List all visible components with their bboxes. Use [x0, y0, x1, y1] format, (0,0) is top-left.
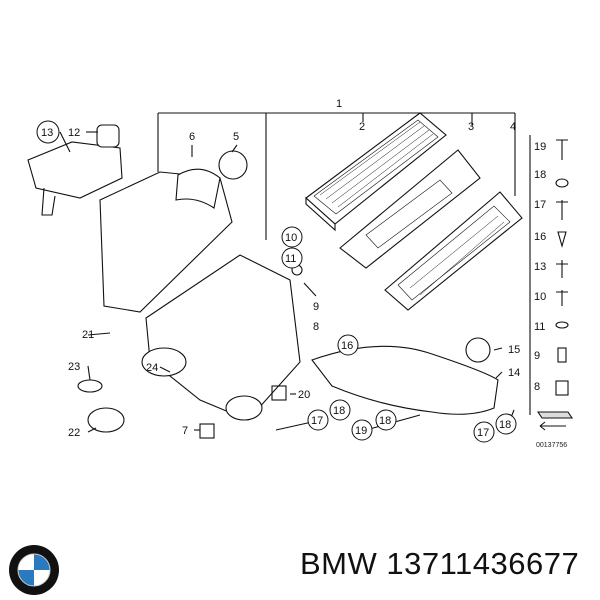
- callout-18a: 18: [333, 405, 345, 417]
- bmw-roundel-logo: [9, 545, 59, 595]
- intake-duct: [311, 345, 499, 415]
- part-number-caption: BMW 13711436677: [300, 546, 580, 581]
- callout-22: 22: [68, 427, 80, 439]
- clamp-23: [77, 379, 103, 393]
- callout-20: 20: [298, 389, 310, 401]
- legend-item-13: 13: [534, 261, 546, 273]
- callout-23: 23: [68, 361, 80, 373]
- legend-item-18: 18: [534, 169, 546, 181]
- callout-labels: 1 2 3 4 5 6 7 8 9 10 11 12 13 14 15 16 1…: [41, 98, 520, 439]
- callout-24: 24: [146, 362, 158, 374]
- callout-11: 11: [285, 253, 296, 265]
- callout-10: 10: [285, 232, 297, 244]
- callout-6: 6: [189, 131, 195, 143]
- callout-16: 16: [341, 340, 353, 352]
- diagram-reference-number: 00137756: [536, 442, 567, 449]
- callout-19: 19: [355, 425, 367, 437]
- callout-9: 9: [313, 301, 319, 313]
- clamp-15: [465, 337, 491, 363]
- air-filter-element: [305, 112, 447, 232]
- hose-22: [87, 407, 125, 433]
- legend-item-10: 10: [534, 291, 546, 303]
- callout-2: 2: [359, 121, 365, 133]
- callout-21: 21: [82, 329, 94, 341]
- callout-5: 5: [233, 131, 239, 143]
- bracket-20: [271, 385, 287, 401]
- air-filter-frame: [339, 149, 481, 269]
- grommet-7: [199, 423, 215, 439]
- callout-14: 14: [508, 367, 520, 379]
- callout-17b: 17: [477, 427, 489, 439]
- legend-parts: [536, 139, 574, 431]
- legend-item-9: 9: [534, 350, 540, 362]
- callout-3: 3: [468, 121, 474, 133]
- callout-13: 13: [41, 127, 53, 139]
- legend-item-17: 17: [534, 199, 546, 211]
- callout-8: 8: [313, 321, 319, 333]
- callout-18c: 18: [499, 419, 511, 431]
- air-box-lower: [141, 254, 301, 421]
- legend-item-11: 11: [534, 321, 545, 333]
- legend-item-16: 16: [534, 231, 546, 243]
- legend-item-19: 19: [534, 141, 546, 153]
- legend-item-8: 8: [534, 381, 540, 393]
- callout-1: 1: [336, 98, 342, 110]
- callout-12: 12: [68, 127, 80, 139]
- callout-7: 7: [182, 425, 188, 437]
- callout-17a: 17: [311, 415, 323, 427]
- callout-15: 15: [508, 344, 520, 356]
- filter-housing-lower: [384, 191, 523, 311]
- air-box-upper: [99, 150, 248, 313]
- expansion-tank: [27, 124, 123, 216]
- callout-18b: 18: [379, 415, 391, 427]
- callout-4: 4: [510, 121, 516, 133]
- legend-numbers: 19 18 17 16 13 10 11 9 8 00137756: [534, 141, 567, 449]
